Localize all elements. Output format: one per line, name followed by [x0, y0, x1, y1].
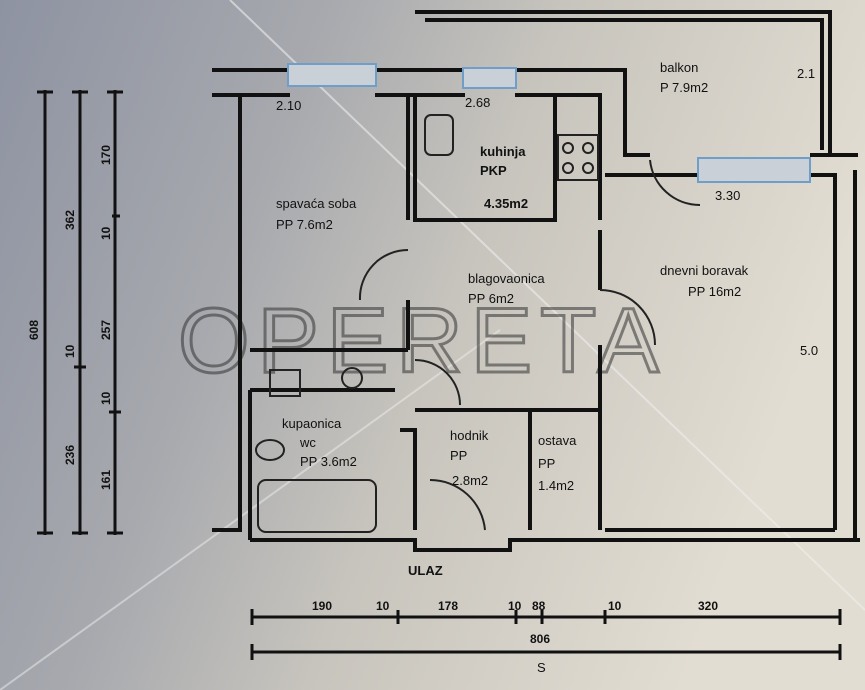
room-name-kupaonica: kupaonica [282, 416, 342, 431]
room-area-dnevni: PP 16m2 [688, 284, 741, 299]
dim-vertical: 10 [99, 226, 113, 240]
room-area-blagovaonica: PP 6m2 [468, 291, 514, 306]
watermark: OPERETA [178, 290, 667, 392]
horizontal-dimensions: 190 10 178 10 88 10 320 806 S [250, 599, 842, 675]
vertical-dimensions: 608 362 10 236 170 10 257 10 161 [27, 90, 123, 535]
room-area-ostava: 1.4m2 [538, 478, 574, 493]
room-name-hodnik: hodnik [450, 428, 489, 443]
glare-line [229, 0, 865, 611]
dim-horizontal: 320 [698, 599, 718, 613]
dim-vertical: 362 [63, 210, 77, 230]
dim-horizontal: 10 [608, 599, 622, 613]
room-area-hodnik: 2.8m2 [452, 473, 488, 488]
room-name-kuhinja: kuhinja [480, 144, 526, 159]
room-type-ostava: PP [538, 456, 555, 471]
dim-total-height: 608 [27, 320, 41, 340]
window-width-label: 3.30 [715, 188, 740, 203]
north-label: S [537, 660, 546, 675]
dim-horizontal: 190 [312, 599, 332, 613]
dim-horizontal: 10 [508, 599, 522, 613]
dim-vertical: 170 [99, 145, 113, 165]
room-name-dnevni: dnevni boravak [660, 263, 749, 278]
window-bedroom [287, 63, 377, 87]
window-width-label: 2.68 [465, 95, 490, 110]
window-living [697, 157, 811, 183]
dim-total-width: 806 [530, 632, 550, 646]
dim-horizontal: 178 [438, 599, 458, 613]
room-type-kuhinja: PKP [480, 163, 507, 178]
room-name-balkon: balkon [660, 60, 698, 75]
dim-vertical: 10 [63, 344, 77, 358]
room-area-kuhinja: 4.35m2 [484, 196, 528, 211]
room-area-spavaca: PP 7.6m2 [276, 217, 333, 232]
room-name-ostava: ostava [538, 433, 577, 448]
window-width-label: 2.10 [276, 98, 301, 113]
dim-horizontal: 10 [376, 599, 390, 613]
room-name-blagovaonica: blagovaonica [468, 271, 545, 286]
dim-vertical: 10 [99, 391, 113, 405]
dim-horizontal: 88 [532, 599, 546, 613]
dim-vertical: 161 [99, 470, 113, 490]
room-type-hodnik: PP [450, 448, 467, 463]
dim-vertical: 257 [99, 320, 113, 340]
dim-vertical: 236 [63, 445, 77, 465]
room-area-balkon: P 7.9m2 [660, 80, 708, 95]
walls [212, 10, 860, 552]
boravak-depth-label: 5.0 [800, 343, 818, 358]
entrance-label: ULAZ [408, 563, 443, 578]
room-area-kupaonica: PP 3.6m2 [300, 454, 357, 469]
room-name-spavaca: spavaća soba [276, 196, 357, 211]
balkon-width-label: 2.1 [797, 66, 815, 81]
window-kitchen [462, 67, 517, 89]
room-sub-kupaonica: wc [299, 435, 316, 450]
